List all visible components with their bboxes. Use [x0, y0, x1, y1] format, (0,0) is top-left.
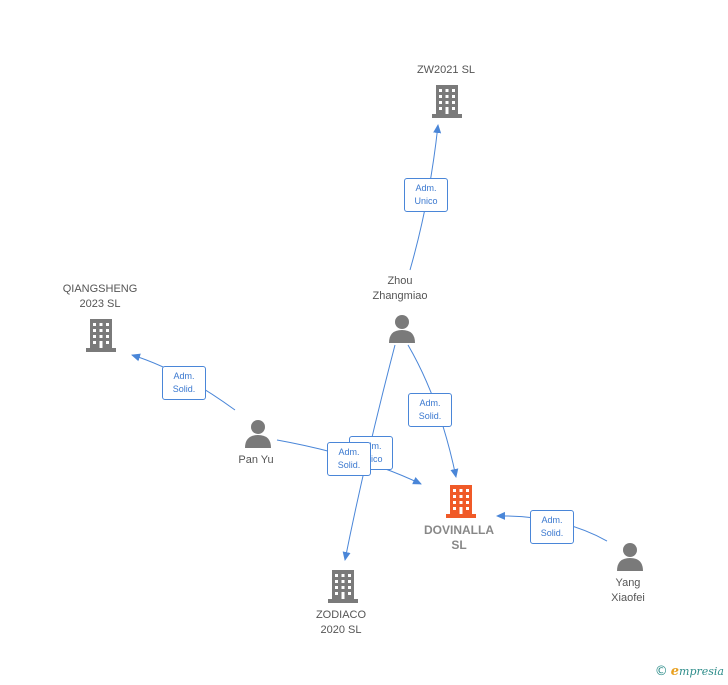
edge-label-panyu-qiangsheng[interactable]: Adm. Solid.: [162, 366, 206, 400]
building-icon[interactable]: [430, 84, 464, 118]
person-icon[interactable]: [243, 418, 273, 448]
edge-label-zhou-dovinalla[interactable]: Adm. Solid.: [408, 393, 452, 427]
brand-initial: e: [670, 664, 680, 679]
building-icon[interactable]: [326, 569, 360, 603]
person-icon[interactable]: [387, 313, 417, 343]
building-icon[interactable]: [444, 484, 478, 518]
person-label-zhou: Zhou Zhangmiao: [372, 275, 428, 302]
person-icon[interactable]: [615, 541, 645, 571]
person-label-yang: Yang Xiaofei: [611, 577, 645, 604]
brand-watermark: ©empresia: [655, 664, 724, 679]
company-label-zodiaco: ZODIACO 2020 SL: [315, 609, 367, 636]
edge-label-zhou-zw2021[interactable]: Adm. Unico: [404, 178, 448, 212]
edge-label-panyu-dovinalla[interactable]: Adm. Solid.: [327, 442, 371, 476]
company-label-dovinalla: DOVINALLA SL: [424, 523, 494, 552]
company-label-zw2021: ZW2021 SL: [416, 64, 476, 76]
edge-label-yang-dovinalla[interactable]: Adm. Solid.: [530, 510, 574, 544]
building-icon[interactable]: [84, 318, 118, 352]
copyright-icon: ©: [654, 664, 668, 679]
brand-name: mpresia: [679, 665, 724, 678]
company-label-qiangsheng: QIANGSHENG 2023 SL: [62, 283, 138, 310]
person-label-panyu: Pan Yu: [238, 454, 274, 466]
